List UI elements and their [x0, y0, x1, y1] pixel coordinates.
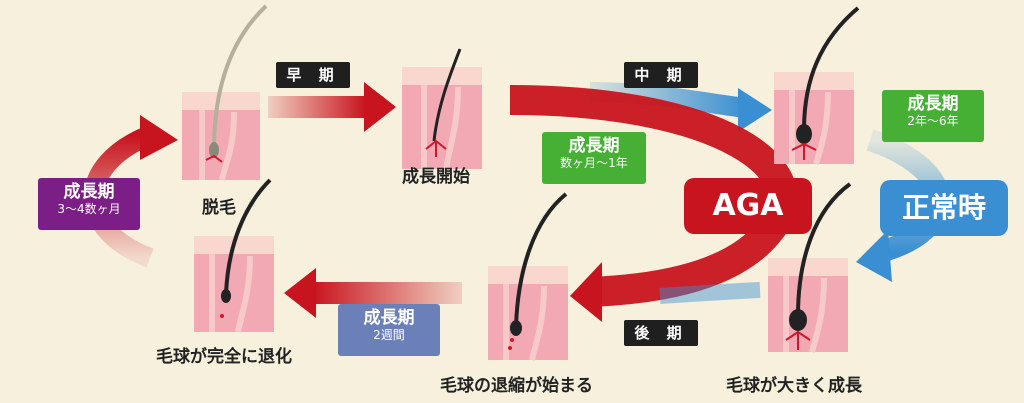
arrow-aga-head	[570, 262, 602, 322]
normal-badge: 正常時	[880, 180, 1008, 236]
box-growth-purple: 成長期 3〜4数ヶ月	[38, 178, 140, 230]
follicle-normal-grown	[768, 182, 852, 353]
tag-late: 後 期	[624, 320, 698, 346]
follicle-growth-start	[402, 48, 482, 170]
follicle-shedding	[182, 4, 268, 181]
arrow-normal-head	[856, 230, 892, 282]
box-growth-blue-sub: 2週間	[373, 327, 405, 342]
box-growth-aga-title: 成長期	[568, 136, 620, 156]
box-growth-aga-sub: 数ヶ月〜1年	[560, 155, 628, 170]
tag-middle: 中 期	[624, 62, 698, 88]
follicle-bulb-grows	[774, 6, 860, 165]
box-growth-normal: 成長期 2年〜6年	[882, 90, 984, 142]
arrow-left-loop-head	[140, 115, 178, 160]
follicle-bulb-shrinks	[488, 192, 568, 361]
aga-badge: AGA	[684, 178, 812, 234]
box-growth-aga: 成長期 数ヶ月〜1年	[542, 132, 646, 184]
arrow-late-blue	[659, 282, 761, 304]
label-bulb-shrinks: 毛球の退縮が始まる	[440, 376, 593, 396]
label-growth-start: 成長開始	[402, 167, 470, 187]
box-growth-blue-title: 成長期	[363, 308, 415, 328]
arrow-late-head	[284, 268, 316, 318]
follicle-bulb-regressed	[194, 178, 274, 333]
tag-early: 早 期	[276, 62, 350, 88]
box-growth-normal-sub: 2年〜6年	[907, 113, 959, 128]
box-growth-blue: 成長期 2週間	[338, 304, 440, 356]
arrow-late	[312, 282, 462, 304]
arrow-early-head	[364, 82, 396, 132]
label-bulb-grows: 毛球が大きく成長	[726, 376, 862, 396]
box-growth-purple-title: 成長期	[63, 182, 115, 202]
box-growth-normal-title: 成長期	[907, 94, 959, 114]
label-bulb-regressed: 毛球が完全に退化	[156, 347, 292, 367]
arrow-early	[268, 96, 366, 118]
arrow-middle-head	[738, 88, 772, 132]
label-shedding: 脱毛	[202, 198, 236, 218]
box-growth-purple-sub: 3〜4数ヶ月	[57, 201, 121, 216]
